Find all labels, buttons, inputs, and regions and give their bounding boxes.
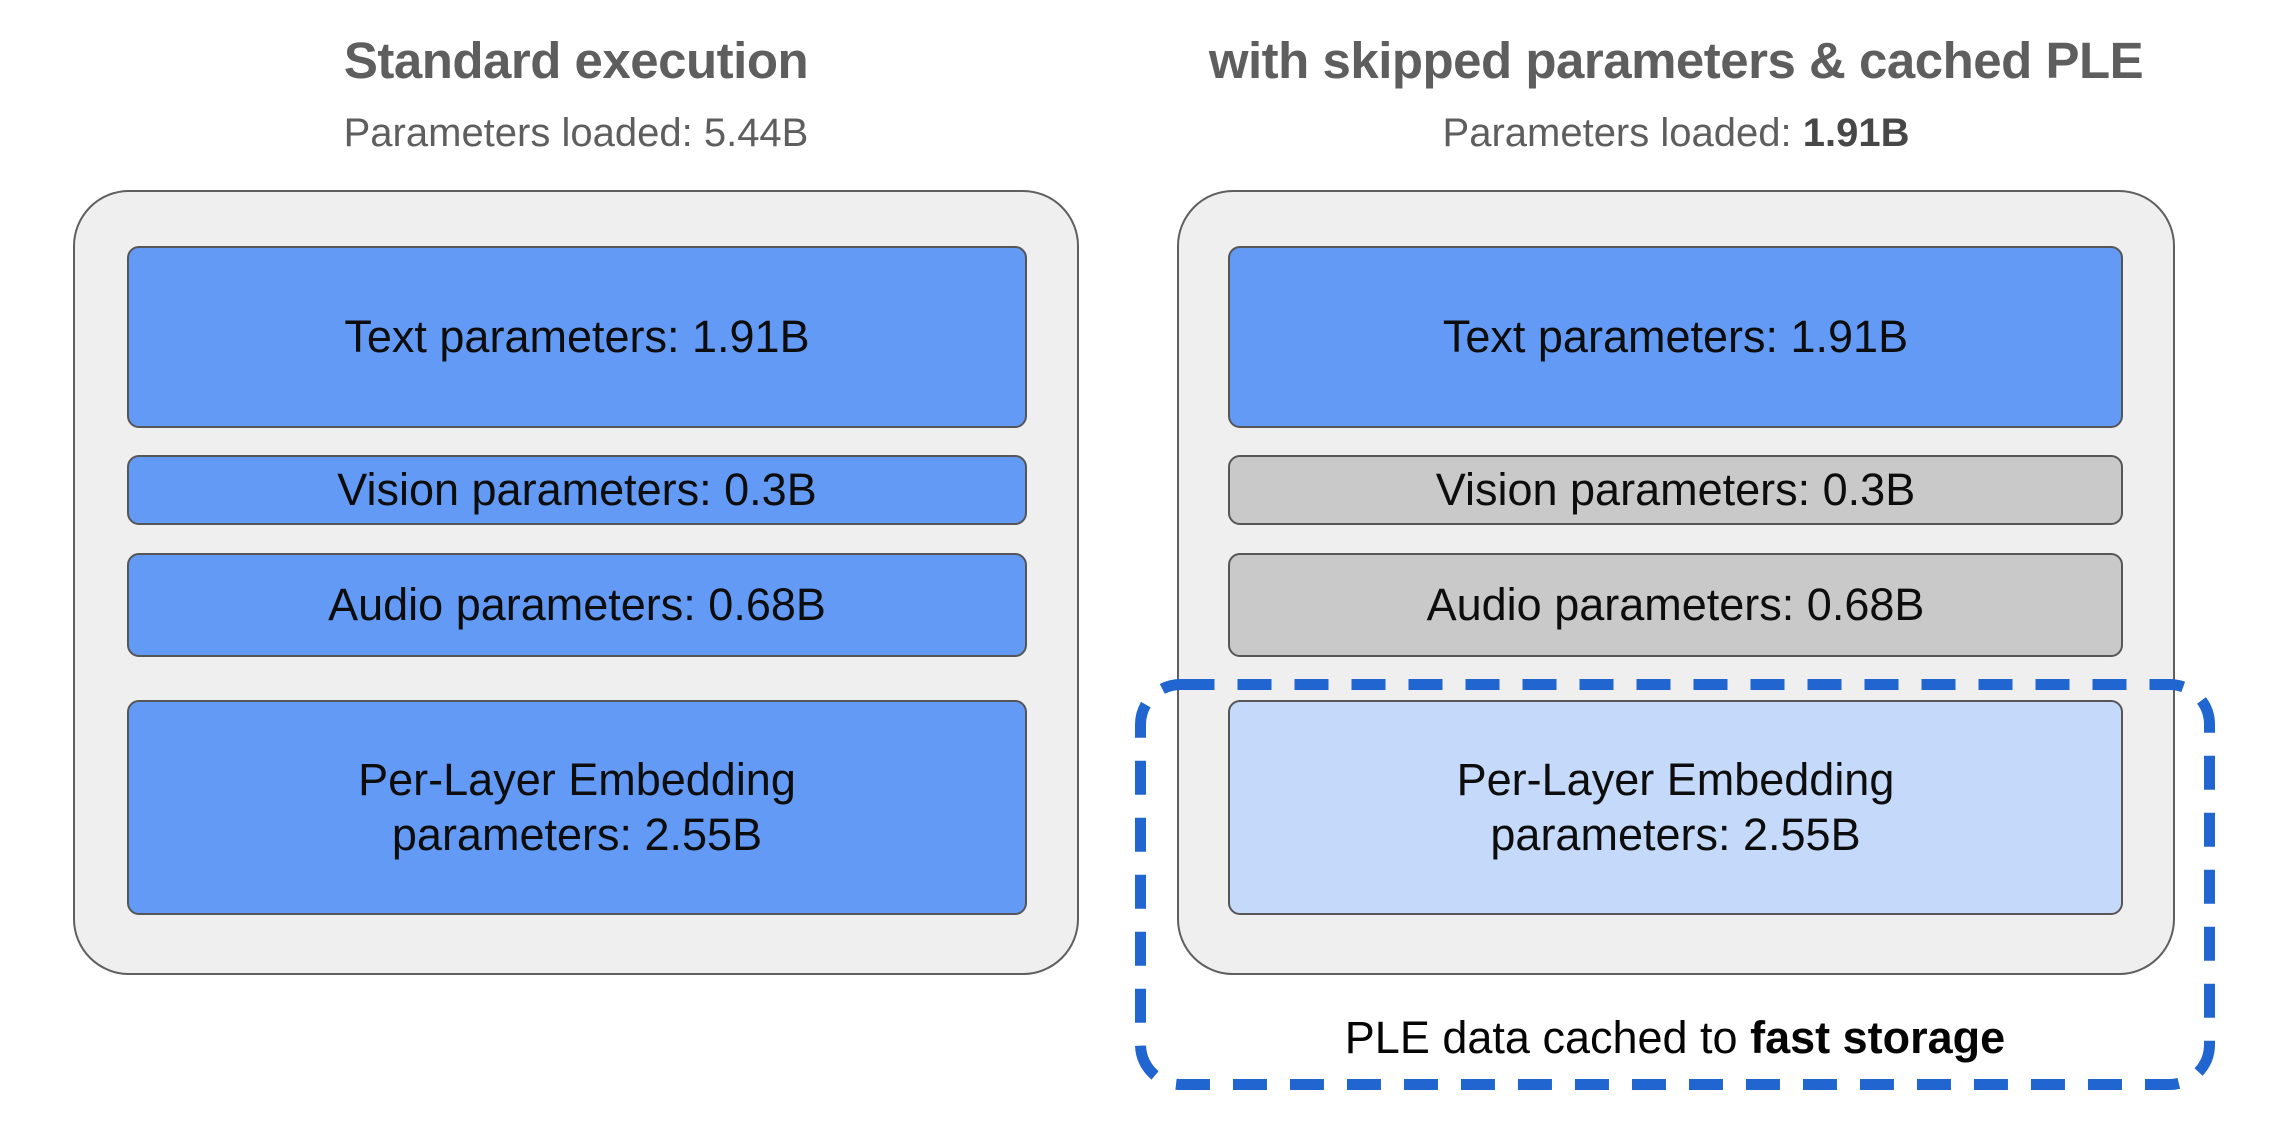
left-ple-parameters-box: Per-Layer Embedding parameters: 2.55B	[127, 700, 1027, 915]
right-vision-parameters-label: Vision parameters: 0.3B	[1435, 463, 1916, 515]
right-ple-parameters-box: Per-Layer Embedding parameters: 2.55B	[1228, 700, 2123, 915]
ple-cache-caption-prefix: PLE data cached to	[1344, 1012, 1751, 1063]
left-ple-parameters-line1: Per-Layer Embedding	[358, 753, 796, 805]
right-ple-parameters-line2: parameters: 2.55B	[1490, 808, 1861, 860]
right-audio-parameters-box: Audio parameters: 0.68B	[1228, 553, 2123, 657]
ple-cache-caption-bold: fast storage	[1750, 1012, 2006, 1063]
ple-cache-caption: PLE data cached to fast storage	[1135, 1012, 2215, 1064]
right-subtitle-value: 1.91B	[1802, 111, 1910, 155]
left-subtitle-value: 5.44B	[703, 111, 809, 155]
left-ple-parameters-line2: parameters: 2.55B	[391, 808, 763, 860]
right-text-parameters-box: Text parameters: 1.91B	[1228, 246, 2123, 428]
left-panel-title: Standard execution	[343, 32, 809, 89]
left-text-parameters-label: Text parameters: 1.91B	[344, 310, 810, 362]
dashed-rounded-rect	[1135, 679, 2215, 1090]
left-text-parameters-box: Text parameters: 1.91B	[127, 246, 1027, 428]
left-audio-parameters-label: Audio parameters: 0.68B	[328, 578, 826, 630]
left-subtitle-label: Parameters loaded:	[343, 111, 704, 155]
right-audio-parameters-label: Audio parameters: 0.68B	[1426, 578, 1925, 630]
right-panel-subtitle: Parameters loaded: 1.91B	[1177, 108, 2175, 158]
left-vision-parameters-label: Vision parameters: 0.3B	[337, 463, 817, 515]
ple-cache-dashed-outline: PLE data cached to fast storage	[1135, 679, 2215, 1090]
left-model-container: Text parameters: 1.91B Vision parameters…	[73, 190, 1079, 975]
left-vision-parameters-box: Vision parameters: 0.3B	[127, 455, 1027, 525]
right-text-parameters-label: Text parameters: 1.91B	[1442, 310, 1909, 362]
right-vision-parameters-box: Vision parameters: 0.3B	[1228, 455, 2123, 525]
right-model-container: Text parameters: 1.91B Vision parameters…	[1177, 190, 2175, 975]
left-panel-subtitle: Parameters loaded: 5.44B	[73, 108, 1079, 158]
right-panel-title: with skipped parameters & cached PLE	[1208, 32, 2144, 89]
right-ple-parameters-line1: Per-Layer Embedding	[1456, 753, 1895, 805]
right-subtitle-label: Parameters loaded:	[1442, 111, 1803, 155]
left-audio-parameters-box: Audio parameters: 0.68B	[127, 553, 1027, 657]
